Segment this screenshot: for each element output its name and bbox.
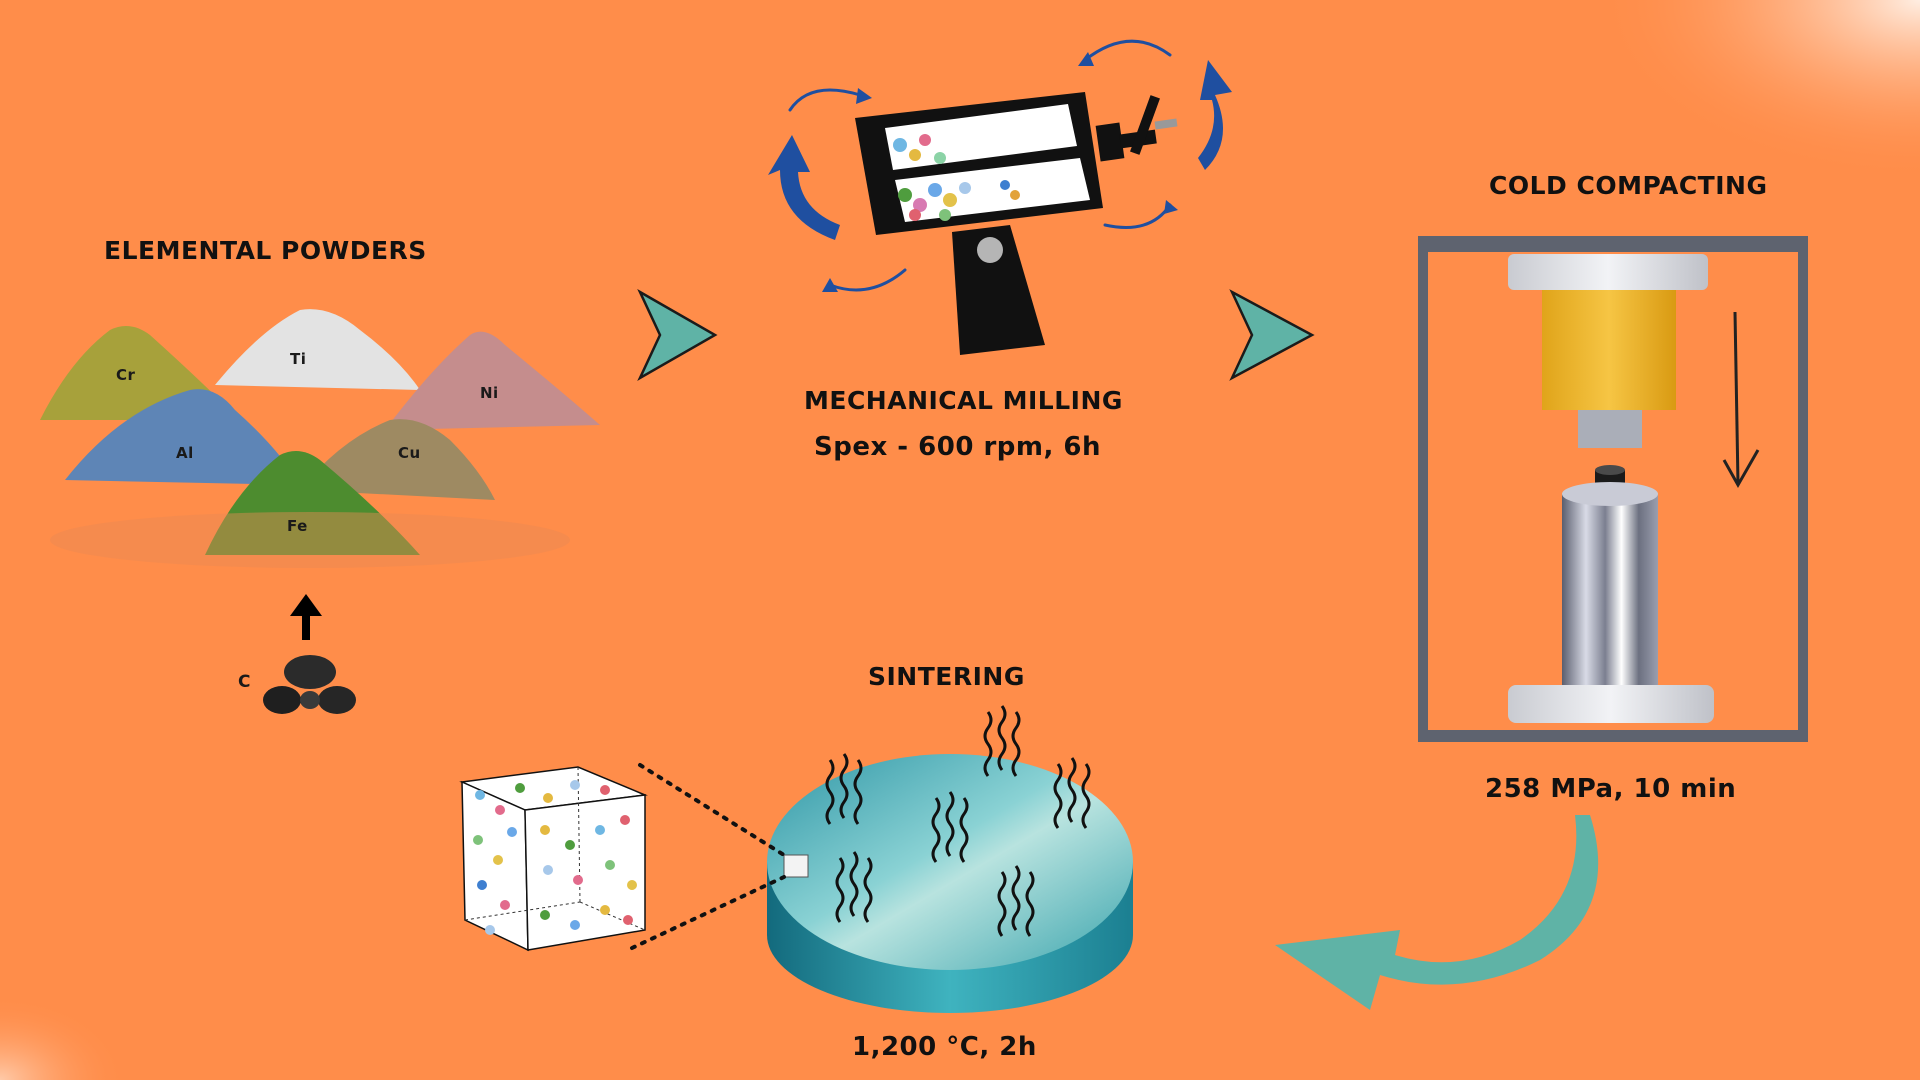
powder-spill — [50, 512, 570, 568]
carbon-lumps — [263, 655, 356, 714]
milling-balls — [893, 134, 1020, 221]
compacting-press — [1418, 236, 1808, 742]
powder-pile-al — [65, 389, 300, 485]
milling-params: Spex - 600 rpm, 6h — [814, 432, 1102, 462]
element-label-al: Al — [176, 444, 194, 462]
element-label-cr: Cr — [116, 366, 136, 384]
up-arrow — [290, 594, 322, 640]
return-arrow — [1275, 815, 1599, 1010]
background-glow-bottom-left — [0, 800, 420, 1080]
sintering-params: 1,200 °C, 2h — [852, 1032, 1037, 1062]
powder-pile-fe — [205, 451, 420, 555]
powder-pile-ti — [215, 309, 420, 390]
microstructure-cube — [459, 766, 648, 952]
element-label-fe: Fe — [287, 517, 308, 535]
element-label-ni: Ni — [480, 384, 499, 402]
powders-title: ELEMENTAL POWDERS — [104, 236, 427, 265]
blue-curved-arrows — [768, 60, 1232, 240]
powder-piles — [40, 309, 600, 568]
milling-title: MECHANICAL MILLING — [804, 386, 1123, 415]
heat-waves — [825, 705, 1091, 937]
zoom-lines — [630, 763, 786, 950]
rotation-arrows — [788, 39, 1178, 292]
carbon-label: C — [238, 672, 251, 692]
chevron-arrow-2 — [1229, 289, 1315, 381]
element-label-ti: Ti — [290, 350, 307, 368]
element-label-cu: Cu — [398, 444, 421, 462]
spex-mill — [855, 92, 1178, 355]
compacting-params: 258 MPa, 10 min — [1485, 774, 1737, 804]
compacting-title: COLD COMPACTING — [1489, 171, 1768, 200]
powder-pile-cu — [300, 419, 495, 500]
atoms — [473, 780, 637, 935]
sintering-title: SINTERING — [868, 662, 1025, 691]
powder-pile-ni — [385, 331, 600, 430]
chevron-arrow-1 — [637, 288, 718, 382]
